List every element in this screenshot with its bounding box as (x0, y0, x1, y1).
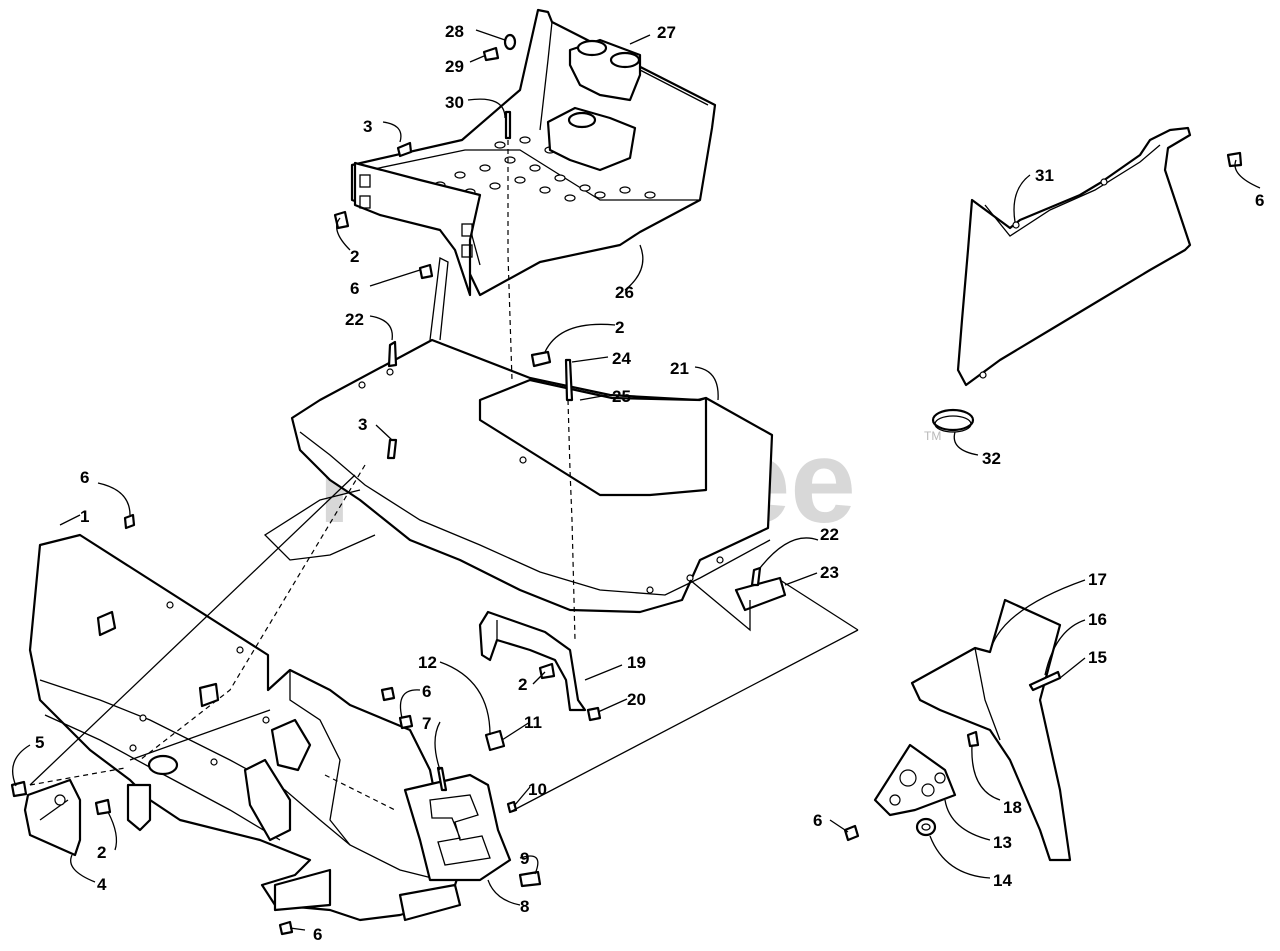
callout-27: 27 (657, 23, 676, 42)
part-17-fender[interactable] (910, 598, 1072, 862)
assembly-lines (29, 140, 859, 813)
callout-3-mid: 3 (358, 415, 367, 434)
part-14-grommet[interactable] (915, 817, 937, 837)
part-13-mount-plate[interactable] (873, 743, 957, 817)
callout-24: 24 (612, 349, 631, 368)
callouts: 28 29 27 30 3 2 6 22 26 2 24 25 21 3 6 1… (35, 22, 1264, 944)
callout-8: 8 (520, 897, 529, 916)
callout-11: 11 (524, 713, 542, 732)
part-4-plate[interactable] (23, 778, 82, 857)
callout-6-fender: 6 (813, 811, 822, 830)
callout-6-mid: 6 (422, 682, 431, 701)
callout-10: 10 (528, 780, 547, 799)
callout-4: 4 (97, 875, 107, 894)
callout-22-mid: 22 (820, 525, 839, 544)
callout-29: 29 (445, 57, 464, 76)
callout-22-top: 22 (345, 310, 364, 329)
callout-30: 30 (445, 93, 464, 112)
cup-holder-lower (546, 106, 637, 172)
callout-6-top: 6 (350, 279, 359, 298)
callout-2-top: 2 (350, 247, 359, 266)
callout-28: 28 (445, 22, 464, 41)
callout-25: 25 (612, 387, 631, 406)
callout-9: 9 (520, 849, 529, 868)
callout-18: 18 (1003, 798, 1022, 817)
callout-13: 13 (993, 833, 1012, 852)
callout-16: 16 (1088, 610, 1107, 629)
part-31-panel[interactable] (956, 126, 1192, 387)
callout-6-bottom: 6 (313, 925, 322, 944)
callout-2-lower: 2 (518, 675, 527, 694)
callout-leaders (12, 29, 1261, 931)
callout-23: 23 (820, 563, 839, 582)
callout-31: 31 (1035, 166, 1054, 185)
part-23-bracket[interactable] (734, 576, 787, 612)
callout-12: 12 (418, 653, 437, 672)
callout-32: 32 (982, 449, 1001, 468)
callout-14: 14 (993, 871, 1012, 890)
callout-2-mid: 2 (615, 318, 624, 337)
watermark-tm: TM (924, 429, 941, 443)
part-1-front-body-panel[interactable] (28, 533, 462, 922)
callout-21: 21 (670, 359, 689, 378)
callout-2-bottom: 2 (97, 843, 106, 862)
part-32-ring-clip[interactable] (931, 408, 975, 433)
part-19-bracket[interactable] (478, 610, 587, 712)
callout-5: 5 (35, 733, 44, 752)
part-8-vent-grille[interactable] (403, 773, 512, 882)
callout-6-left: 6 (80, 468, 89, 487)
callout-19: 19 (627, 653, 646, 672)
callout-6-right: 6 (1255, 191, 1264, 210)
callout-1: 1 (80, 507, 89, 526)
part-21-floor-pan[interactable] (263, 257, 774, 614)
callout-7: 7 (422, 714, 431, 733)
callout-17: 17 (1088, 570, 1107, 589)
part-27-cup-holder[interactable] (568, 38, 642, 102)
callout-20: 20 (627, 690, 646, 709)
callout-15: 15 (1088, 648, 1107, 667)
callout-26: 26 (615, 283, 634, 302)
callout-3-top: 3 (363, 117, 372, 136)
